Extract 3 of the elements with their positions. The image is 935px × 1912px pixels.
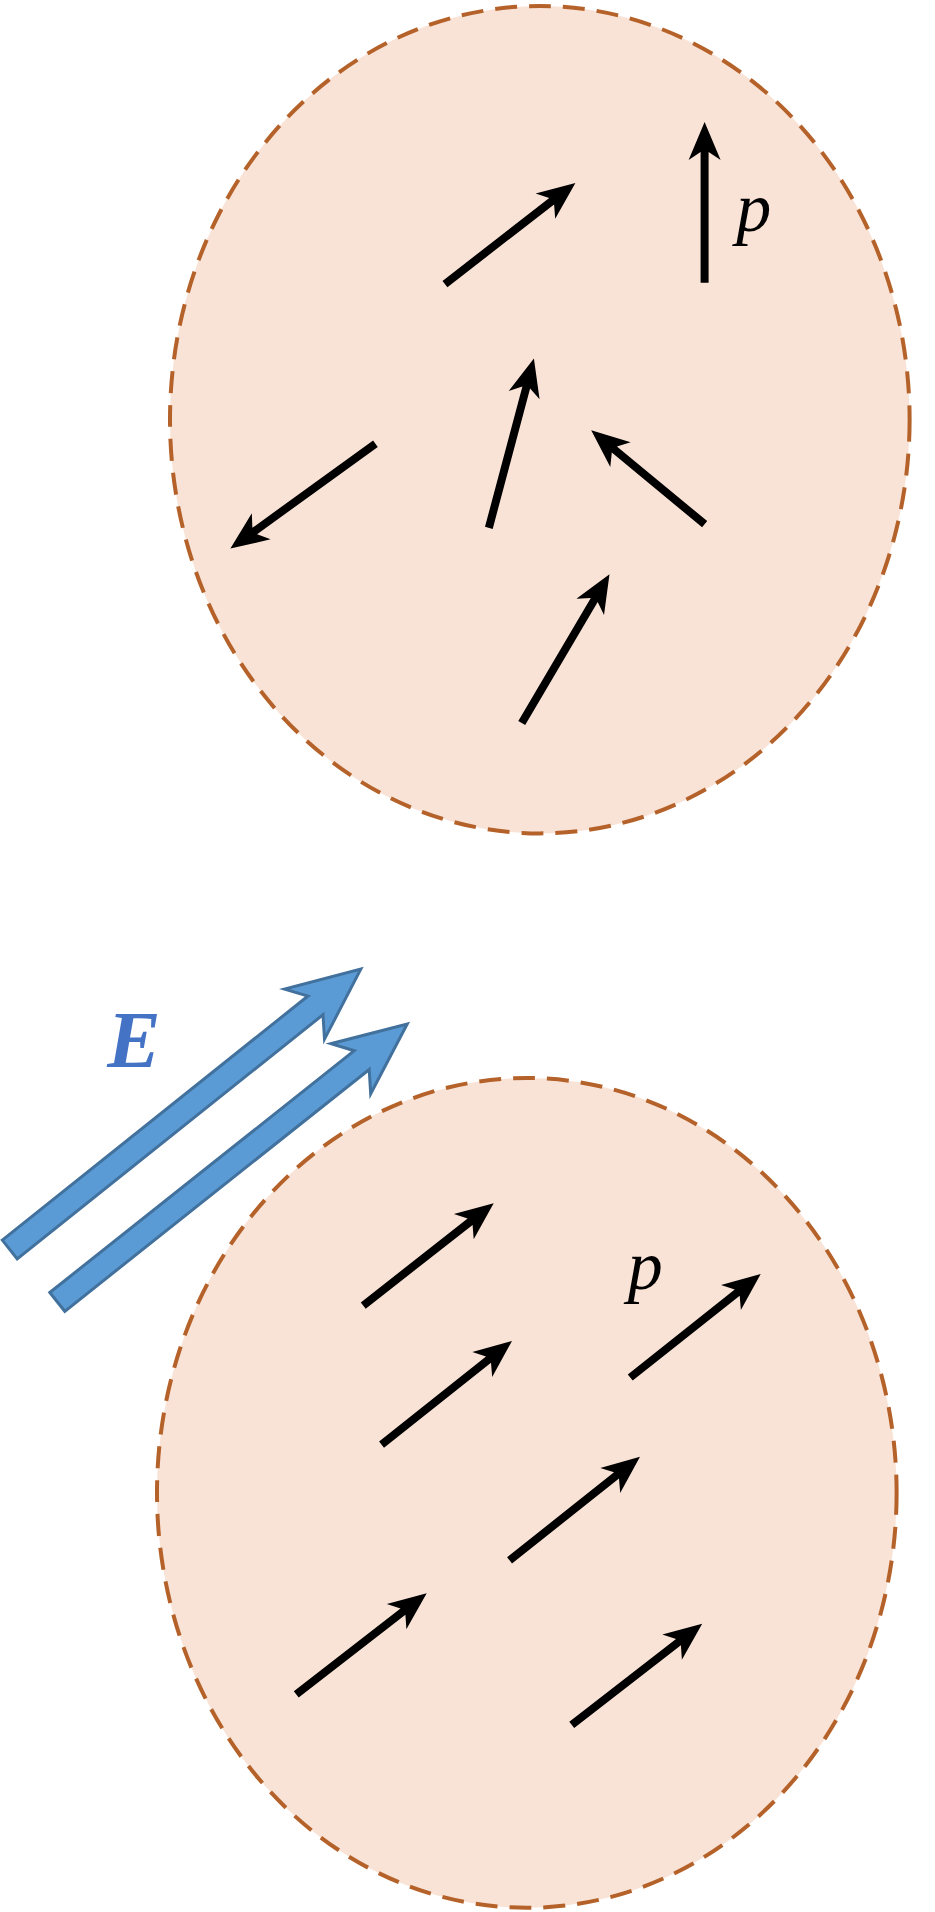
field-symbol: E: [107, 999, 161, 1080]
dashed-ellipse-region: [154, 1076, 899, 1911]
dashed-ellipse-region: [168, 3, 912, 836]
